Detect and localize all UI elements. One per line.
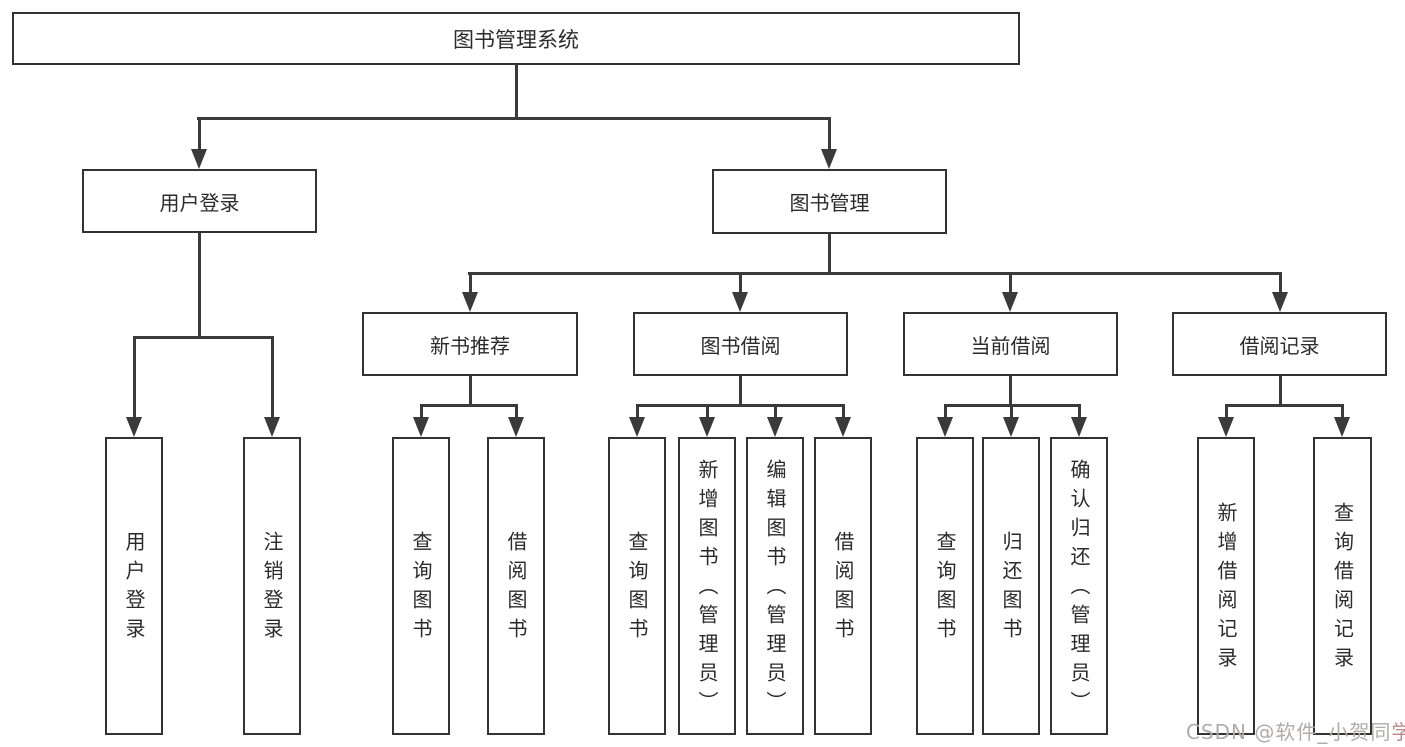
node-label: 借阅图书 bbox=[831, 531, 855, 647]
node-label: 注销登录 bbox=[260, 531, 284, 647]
leaf-logout: 注销登录 bbox=[243, 437, 301, 735]
leaf-query-borrow-record: 查询借阅记录 bbox=[1313, 437, 1372, 735]
connector-line bbox=[1008, 376, 1012, 407]
node-new-book-recommendation: 新书推荐 bbox=[362, 312, 578, 376]
leaf-user-login: 用户登录 bbox=[105, 437, 163, 735]
connector-line bbox=[514, 404, 518, 419]
node-label: 图书管理系统 bbox=[453, 27, 579, 52]
csdn-watermark: CSDN @软件_小贺同学 bbox=[1186, 716, 1405, 745]
connector-line bbox=[827, 117, 831, 152]
node-borrowing-records: 借阅记录 bbox=[1172, 312, 1387, 376]
node-label: 查询图书 bbox=[933, 531, 957, 647]
arrow-down-icon bbox=[767, 417, 783, 437]
connector-line bbox=[197, 117, 831, 120]
connector-line bbox=[419, 404, 518, 407]
leaf-confirm-return-admin: 确认归还（管理员） bbox=[1050, 437, 1108, 735]
arrow-down-icon bbox=[732, 292, 748, 312]
connector-line bbox=[1224, 404, 1228, 419]
leaf-edit-books-admin: 编辑图书（管理员） bbox=[746, 437, 804, 735]
arrow-down-icon bbox=[1334, 417, 1350, 437]
watermark-text: CSDN @软件_小贺同 bbox=[1186, 720, 1392, 744]
leaf-borrow-books-recommend: 借阅图书 bbox=[487, 437, 545, 735]
connector-line bbox=[1008, 272, 1012, 294]
node-label: 编辑图书（管理员） bbox=[763, 458, 787, 720]
connector-line bbox=[1278, 272, 1282, 294]
node-label: 确认归还（管理员） bbox=[1067, 458, 1091, 720]
arrow-down-icon bbox=[413, 417, 429, 437]
leaf-add-borrow-record: 新增借阅记录 bbox=[1197, 437, 1255, 735]
connector-line bbox=[1278, 376, 1282, 407]
watermark-text-accent: 学 bbox=[1391, 720, 1405, 744]
node-root-library-system: 图书管理系统 bbox=[12, 12, 1020, 65]
connector-line bbox=[468, 272, 472, 294]
node-label: 归还图书 bbox=[999, 531, 1023, 647]
connector-line bbox=[705, 404, 709, 419]
node-user-login: 用户登录 bbox=[82, 169, 317, 233]
arrow-down-icon bbox=[1003, 417, 1019, 437]
arrow-down-icon bbox=[699, 417, 715, 437]
connector-line bbox=[197, 233, 201, 339]
arrow-down-icon bbox=[821, 149, 837, 169]
leaf-query-books-current: 查询图书 bbox=[916, 437, 974, 735]
arrow-down-icon bbox=[264, 417, 280, 437]
node-label: 用户登录 bbox=[159, 190, 240, 215]
arrow-down-icon bbox=[1071, 417, 1087, 437]
arrow-down-icon bbox=[462, 292, 478, 312]
node-book-borrowing: 图书借阅 bbox=[633, 312, 848, 376]
connector-line bbox=[132, 336, 136, 419]
arrow-down-icon bbox=[1218, 417, 1234, 437]
leaf-borrow-books: 借阅图书 bbox=[814, 437, 872, 735]
connector-line bbox=[1224, 404, 1344, 407]
connector-line bbox=[738, 272, 742, 294]
connector-line bbox=[635, 404, 639, 419]
leaf-query-books-recommend: 查询图书 bbox=[392, 437, 450, 735]
connector-line bbox=[197, 117, 201, 152]
node-label: 用户登录 bbox=[122, 531, 146, 647]
connector-line bbox=[1340, 404, 1344, 419]
node-label: 查询图书 bbox=[409, 531, 433, 647]
connector-line bbox=[827, 234, 831, 274]
node-label: 当前借阅 bbox=[970, 333, 1051, 358]
connector-line bbox=[468, 272, 1281, 275]
node-book-management: 图书管理 bbox=[712, 169, 947, 234]
leaf-query-books-borrowing: 查询图书 bbox=[608, 437, 666, 735]
connector-line bbox=[1009, 404, 1013, 419]
connector-line bbox=[738, 376, 742, 407]
node-current-borrowing: 当前借阅 bbox=[903, 312, 1118, 376]
connector-line bbox=[419, 404, 423, 419]
arrow-down-icon bbox=[126, 417, 142, 437]
node-label: 图书管理 bbox=[789, 191, 870, 215]
connector-line bbox=[132, 336, 274, 339]
arrow-down-icon bbox=[1272, 292, 1288, 312]
arrow-down-icon bbox=[937, 417, 953, 437]
connector-line bbox=[468, 376, 472, 407]
node-label: 借阅记录 bbox=[1239, 333, 1320, 358]
connector-line bbox=[270, 336, 274, 419]
arrow-down-icon bbox=[835, 417, 851, 437]
connector-line bbox=[515, 65, 518, 119]
node-label: 新增借阅记录 bbox=[1214, 502, 1238, 676]
arrow-down-icon bbox=[191, 149, 207, 169]
node-label: 图书借阅 bbox=[700, 333, 781, 358]
node-label: 新增图书（管理员） bbox=[695, 458, 719, 720]
connector-line bbox=[943, 404, 947, 419]
node-label: 查询图书 bbox=[625, 531, 649, 647]
leaf-add-books-admin: 新增图书（管理员） bbox=[678, 437, 736, 735]
arrow-down-icon bbox=[508, 417, 524, 437]
node-label: 新书推荐 bbox=[430, 333, 510, 358]
arrow-down-icon bbox=[629, 417, 645, 437]
node-label: 借阅图书 bbox=[504, 531, 528, 647]
arrow-down-icon bbox=[1002, 292, 1018, 312]
connector-line bbox=[841, 404, 845, 419]
connector-line bbox=[1077, 404, 1081, 419]
leaf-return-books: 归还图书 bbox=[982, 437, 1040, 735]
node-label: 查询借阅记录 bbox=[1330, 502, 1355, 676]
connector-line bbox=[773, 404, 777, 419]
connector-line bbox=[635, 404, 845, 407]
